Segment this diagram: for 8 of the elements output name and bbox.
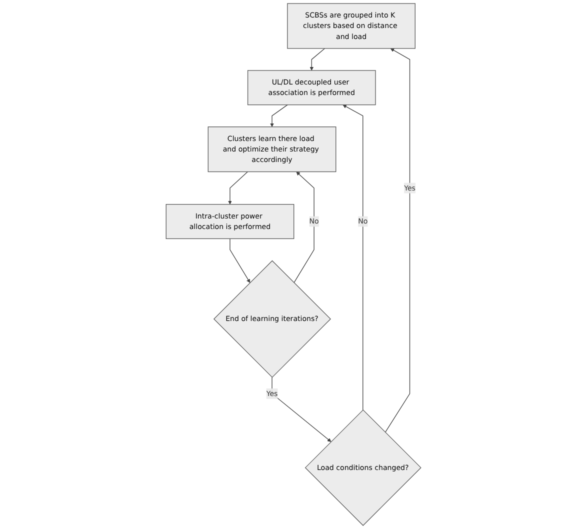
arrow	[270, 104, 288, 127]
arrow	[272, 377, 332, 442]
arrow	[228, 171, 248, 205]
arrow	[294, 172, 314, 284]
arrow	[230, 238, 250, 283]
arrow	[310, 48, 326, 71]
arrow	[384, 48, 410, 433]
arrow	[342, 104, 364, 410]
